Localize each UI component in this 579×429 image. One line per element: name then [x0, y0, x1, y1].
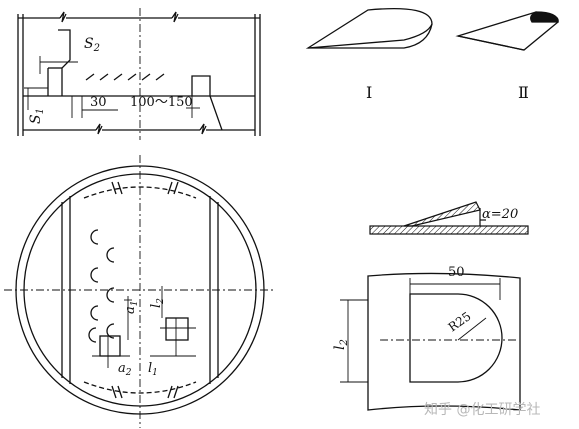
- label-l2-big: l2: [332, 339, 350, 350]
- label-alpha: α=20: [482, 207, 518, 222]
- label-l2-small: l2: [149, 298, 166, 308]
- watermark-text: 知乎 @化工研学社: [424, 401, 540, 418]
- label-dim-50: 50: [448, 265, 465, 280]
- label-dim-30: 30: [90, 95, 107, 110]
- tray-plan-view: [4, 155, 276, 428]
- label-a1: a1: [123, 301, 140, 315]
- inclined-tab-view: [369, 201, 529, 235]
- label-a2: a2: [118, 361, 132, 378]
- label-s1: S1: [28, 108, 46, 124]
- tray-section-view: [17, 8, 261, 140]
- label-dim-100-150: 100～150: [130, 95, 193, 110]
- label-roman-1: Ⅰ: [366, 83, 372, 102]
- label-s2: S2: [84, 36, 100, 54]
- tongue-shape-2: [455, 11, 559, 51]
- tongue-shape-1: [305, 7, 433, 49]
- label-l1: l1: [148, 361, 158, 378]
- label-roman-2: Ⅱ: [518, 83, 529, 102]
- tongue-plan-detail: [340, 272, 521, 411]
